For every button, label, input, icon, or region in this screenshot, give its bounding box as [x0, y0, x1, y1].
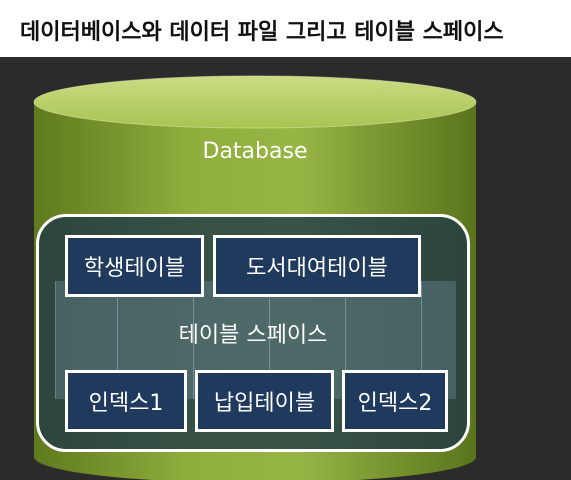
index-box-2: 인덱스2: [342, 370, 448, 432]
table-box-payment: 납입테이블: [195, 370, 334, 432]
cylinder-top: [34, 76, 476, 128]
database-label: Database: [202, 139, 308, 164]
table-box-student: 학생테이블: [65, 235, 204, 297]
title-bar: 데이터베이스와 데이터 파일 그리고 테이블 스페이스: [0, 0, 571, 57]
tablespace-label: 테이블 스페이스: [178, 323, 328, 348]
index-box-1: 인덱스1: [65, 370, 187, 432]
table-box-book-rental: 도서대여테이블: [213, 235, 421, 297]
slide-title: 데이터베이스와 데이터 파일 그리고 테이블 스페이스: [20, 20, 504, 45]
diagram-stage: Database 테이블 스페이스 학생테이블 도서대여테이블 인덱스1 납입테…: [0, 57, 571, 480]
